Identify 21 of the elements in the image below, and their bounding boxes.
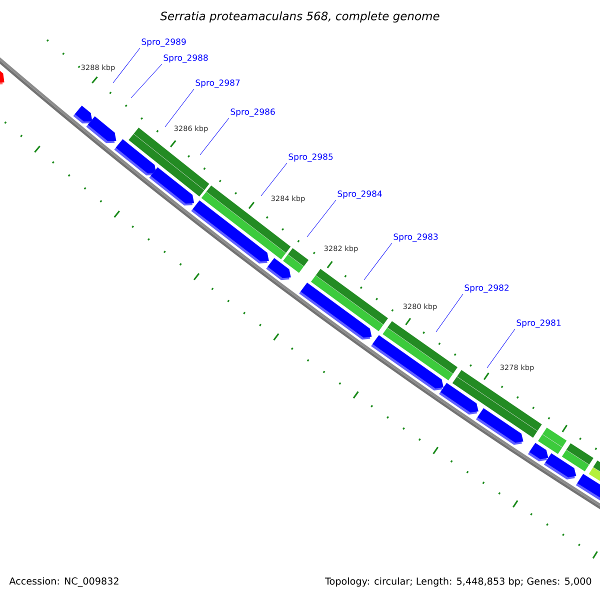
leader-line bbox=[364, 242, 392, 280]
gene-label: Spro_2982 bbox=[464, 284, 509, 293]
gene-label: Spro_2984 bbox=[338, 190, 382, 199]
leader-line bbox=[130, 64, 162, 98]
gene-label: Spro_2989 bbox=[142, 38, 186, 47]
footer-text: Accession: NC_009832 bbox=[9, 577, 118, 587]
leader-line bbox=[112, 48, 140, 84]
gene-label: Spro_2988 bbox=[164, 54, 208, 63]
gene-label: Spro_2981 bbox=[516, 319, 561, 328]
leader-line bbox=[260, 162, 288, 196]
footer-text: Topology: circular; Length: 5,448,853 bp; Genes: 5,000 bbox=[325, 577, 592, 587]
leader-line bbox=[200, 118, 230, 156]
leader-line bbox=[436, 294, 464, 332]
leader-line bbox=[164, 88, 194, 128]
gene-label: Spro_2985 bbox=[288, 153, 333, 162]
leader-line bbox=[306, 200, 336, 238]
gene-label: Spro_2987 bbox=[196, 79, 240, 88]
gene-label: Spro_2986 bbox=[230, 108, 275, 117]
leader-line bbox=[486, 328, 516, 368]
title: Serratia proteamaculans 568, complete genome bbox=[160, 11, 440, 23]
gene-label: Spro_2983 bbox=[394, 233, 438, 242]
